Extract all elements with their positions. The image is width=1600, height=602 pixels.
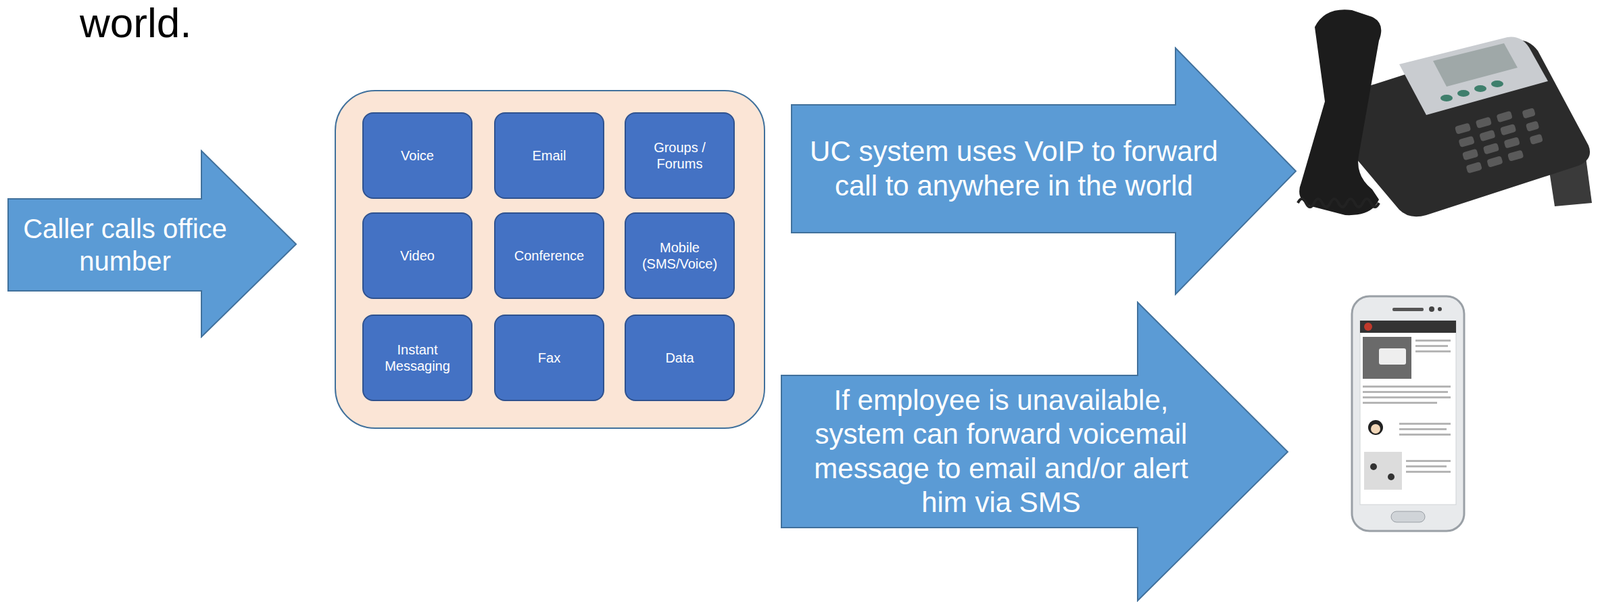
arrow-polygon	[791, 47, 1296, 295]
screen-image	[1362, 336, 1412, 379]
smartphone-home-button	[1391, 511, 1425, 522]
key	[1529, 133, 1544, 145]
arrow-text: Caller calls office number	[13, 212, 237, 278]
screen-image-inner	[1378, 348, 1406, 365]
service-label: Email	[531, 147, 566, 164]
arrow-polygon	[8, 150, 297, 337]
key	[1507, 149, 1524, 162]
key	[1499, 123, 1517, 136]
service-box: Conference	[494, 212, 605, 299]
key	[1475, 116, 1492, 129]
text-line	[1362, 396, 1451, 399]
softkey	[1474, 85, 1487, 92]
phone-screen	[1433, 43, 1518, 87]
smartphone-earpiece	[1392, 307, 1424, 311]
smartphone-camera	[1428, 306, 1435, 312]
service-label: Groups / Forums	[631, 139, 729, 172]
arrow-text-area: Caller calls office number	[13, 198, 237, 291]
key	[1454, 122, 1471, 135]
key	[1486, 155, 1503, 168]
service-label: Data	[665, 349, 694, 366]
key	[1521, 107, 1536, 119]
text-line	[1399, 427, 1447, 430]
smartphone-screen	[1360, 320, 1457, 505]
key	[1465, 161, 1482, 174]
phone-handset	[1299, 9, 1381, 215]
screen-logo	[1364, 322, 1373, 331]
key	[1479, 129, 1496, 142]
service-box: Email	[494, 112, 605, 199]
smartphone	[1351, 296, 1465, 531]
smartphone-camera	[1437, 306, 1442, 311]
screen-cartoon-face	[1370, 423, 1381, 434]
text-line	[1362, 385, 1451, 388]
text-line	[1415, 344, 1448, 347]
text-line	[1405, 470, 1451, 473]
service-label: Voice	[400, 147, 434, 164]
phone-body	[1341, 39, 1590, 217]
block-arrow: UC system uses VoIP to forward call to a…	[791, 47, 1296, 295]
key	[1458, 135, 1475, 149]
arrow-text-area: UC system uses VoIP to forward call to a…	[797, 104, 1231, 233]
service-box: Video	[362, 212, 473, 299]
key	[1495, 110, 1513, 124]
arrow-shape	[6, 149, 298, 338]
service-box: Data	[624, 314, 735, 401]
service-label: Instant Messaging	[369, 341, 466, 374]
arrow-text: UC system uses VoIP to forward call to a…	[797, 134, 1231, 203]
key	[1503, 136, 1520, 149]
screen-map-dot	[1370, 463, 1377, 470]
screen-cartoon	[1368, 419, 1384, 435]
softkey	[1457, 89, 1470, 97]
phone-keypad	[1454, 104, 1546, 174]
screen-map	[1364, 451, 1402, 490]
screen-map-dot	[1387, 473, 1395, 480]
text-line	[1399, 433, 1451, 436]
phone-softkeys	[1440, 80, 1504, 102]
service-label: Fax	[538, 349, 561, 366]
text-line	[1415, 350, 1451, 353]
key	[1462, 148, 1479, 161]
arrow-text: If employee is unavailable, system can f…	[788, 383, 1215, 520]
screen-header	[1360, 320, 1457, 333]
phone-panel	[1399, 37, 1548, 115]
key	[1483, 142, 1500, 155]
service-box: Voice	[362, 112, 473, 199]
softkey	[1440, 94, 1453, 102]
service-label: Mobile (SMS/Voice)	[631, 239, 729, 272]
block-arrow: Caller calls office number	[8, 150, 297, 337]
text-line	[1399, 422, 1451, 425]
softkey	[1491, 80, 1504, 88]
service-box: Mobile (SMS/Voice)	[624, 212, 735, 299]
service-label: Conference	[514, 247, 585, 264]
arrow-text-area: If employee is unavailable, system can f…	[788, 375, 1215, 528]
phone-cord	[1297, 198, 1379, 207]
title-fragment: world.	[79, 0, 192, 46]
uc-container: Voice Email Groups / ForumsVideo Conference…	[334, 89, 766, 429]
text-line	[1362, 390, 1448, 393]
text-line	[1362, 401, 1438, 404]
arrow-polygon	[781, 302, 1288, 601]
desk-phone	[1297, 9, 1592, 217]
text-line	[1405, 465, 1447, 468]
service-box: Instant Messaging	[362, 314, 473, 401]
block-arrow: If employee is unavailable, system can f…	[781, 302, 1288, 601]
key	[1525, 120, 1540, 132]
smartphone-body	[1351, 296, 1465, 531]
text-line	[1415, 339, 1451, 342]
service-box: Fax	[494, 314, 605, 401]
service-box: Groups / Forums	[624, 112, 735, 199]
arrow-shape	[780, 300, 1290, 602]
text-line	[1405, 459, 1451, 462]
service-label: Video	[400, 247, 435, 264]
